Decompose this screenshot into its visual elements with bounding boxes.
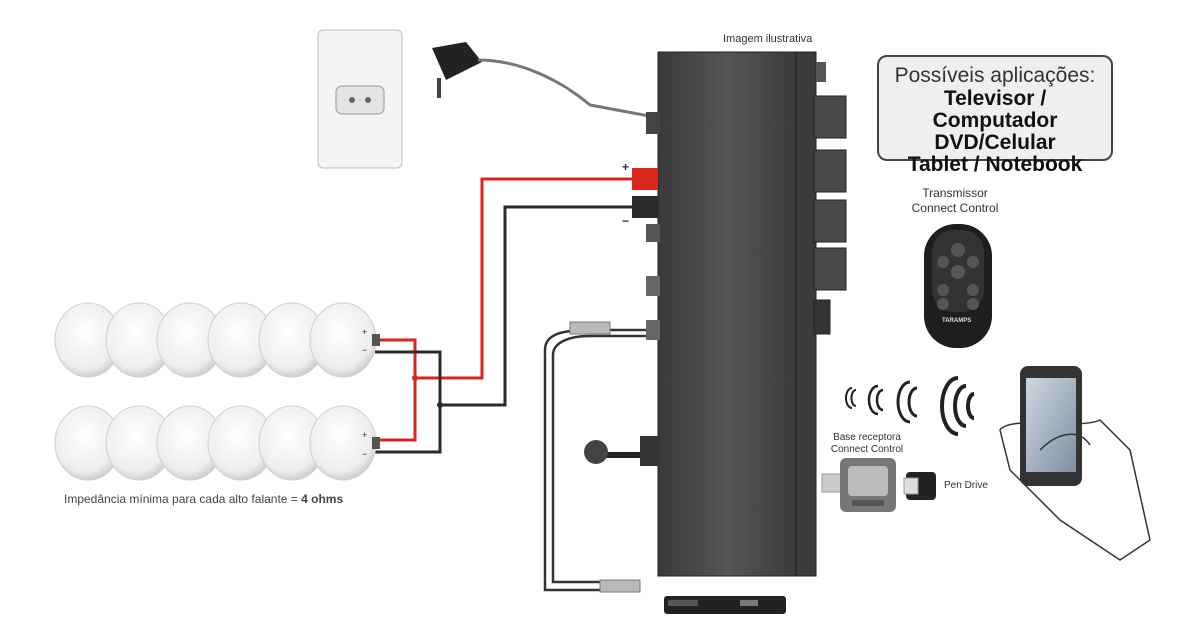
speaker-plus-symbol: + (362, 327, 368, 337)
applications-line: Tablet / Notebook (907, 153, 1083, 176)
speaker-wires (375, 177, 632, 454)
smartphone (999, 366, 1151, 561)
remote-brand: TARAMPS (942, 318, 972, 324)
remote-control (924, 224, 992, 348)
illustrative-caption: Imagem ilustrativa (723, 33, 813, 45)
power-adapter (432, 42, 661, 120)
pen-drive (903, 472, 936, 500)
applications-line: Televisor / Computador (932, 87, 1058, 132)
receiver-base (821, 458, 896, 512)
wireless-waves (845, 376, 975, 436)
speaker-minus-symbol: − (362, 449, 368, 459)
wall-outlet (317, 29, 403, 169)
impedance-note: Impedância mínima para cada alto falante… (64, 492, 344, 506)
remote-label: Transmissor Connect Control (911, 186, 999, 215)
receiver-label: Base receptora Connect Control (830, 432, 904, 455)
ceiling-speaker (309, 405, 380, 481)
applications-box: Possíveis aplicações: Televisor / Comput… (877, 55, 1113, 176)
applications-line: DVD/Celular (934, 131, 1056, 154)
audio-cables (543, 321, 646, 593)
speaker-plus-symbol: + (362, 430, 368, 440)
pen-drive-label: Pen Drive (944, 480, 988, 491)
ceiling-speaker (309, 302, 380, 378)
applications-title: Possíveis aplicações: (894, 64, 1096, 87)
amplifier-unit (632, 51, 847, 577)
minus-terminal-symbol: − (622, 214, 630, 228)
ceiling-speakers (54, 302, 380, 481)
plus-terminal-symbol: + (622, 160, 630, 174)
dvd-player (664, 596, 786, 614)
speaker-minus-symbol: − (362, 345, 368, 355)
